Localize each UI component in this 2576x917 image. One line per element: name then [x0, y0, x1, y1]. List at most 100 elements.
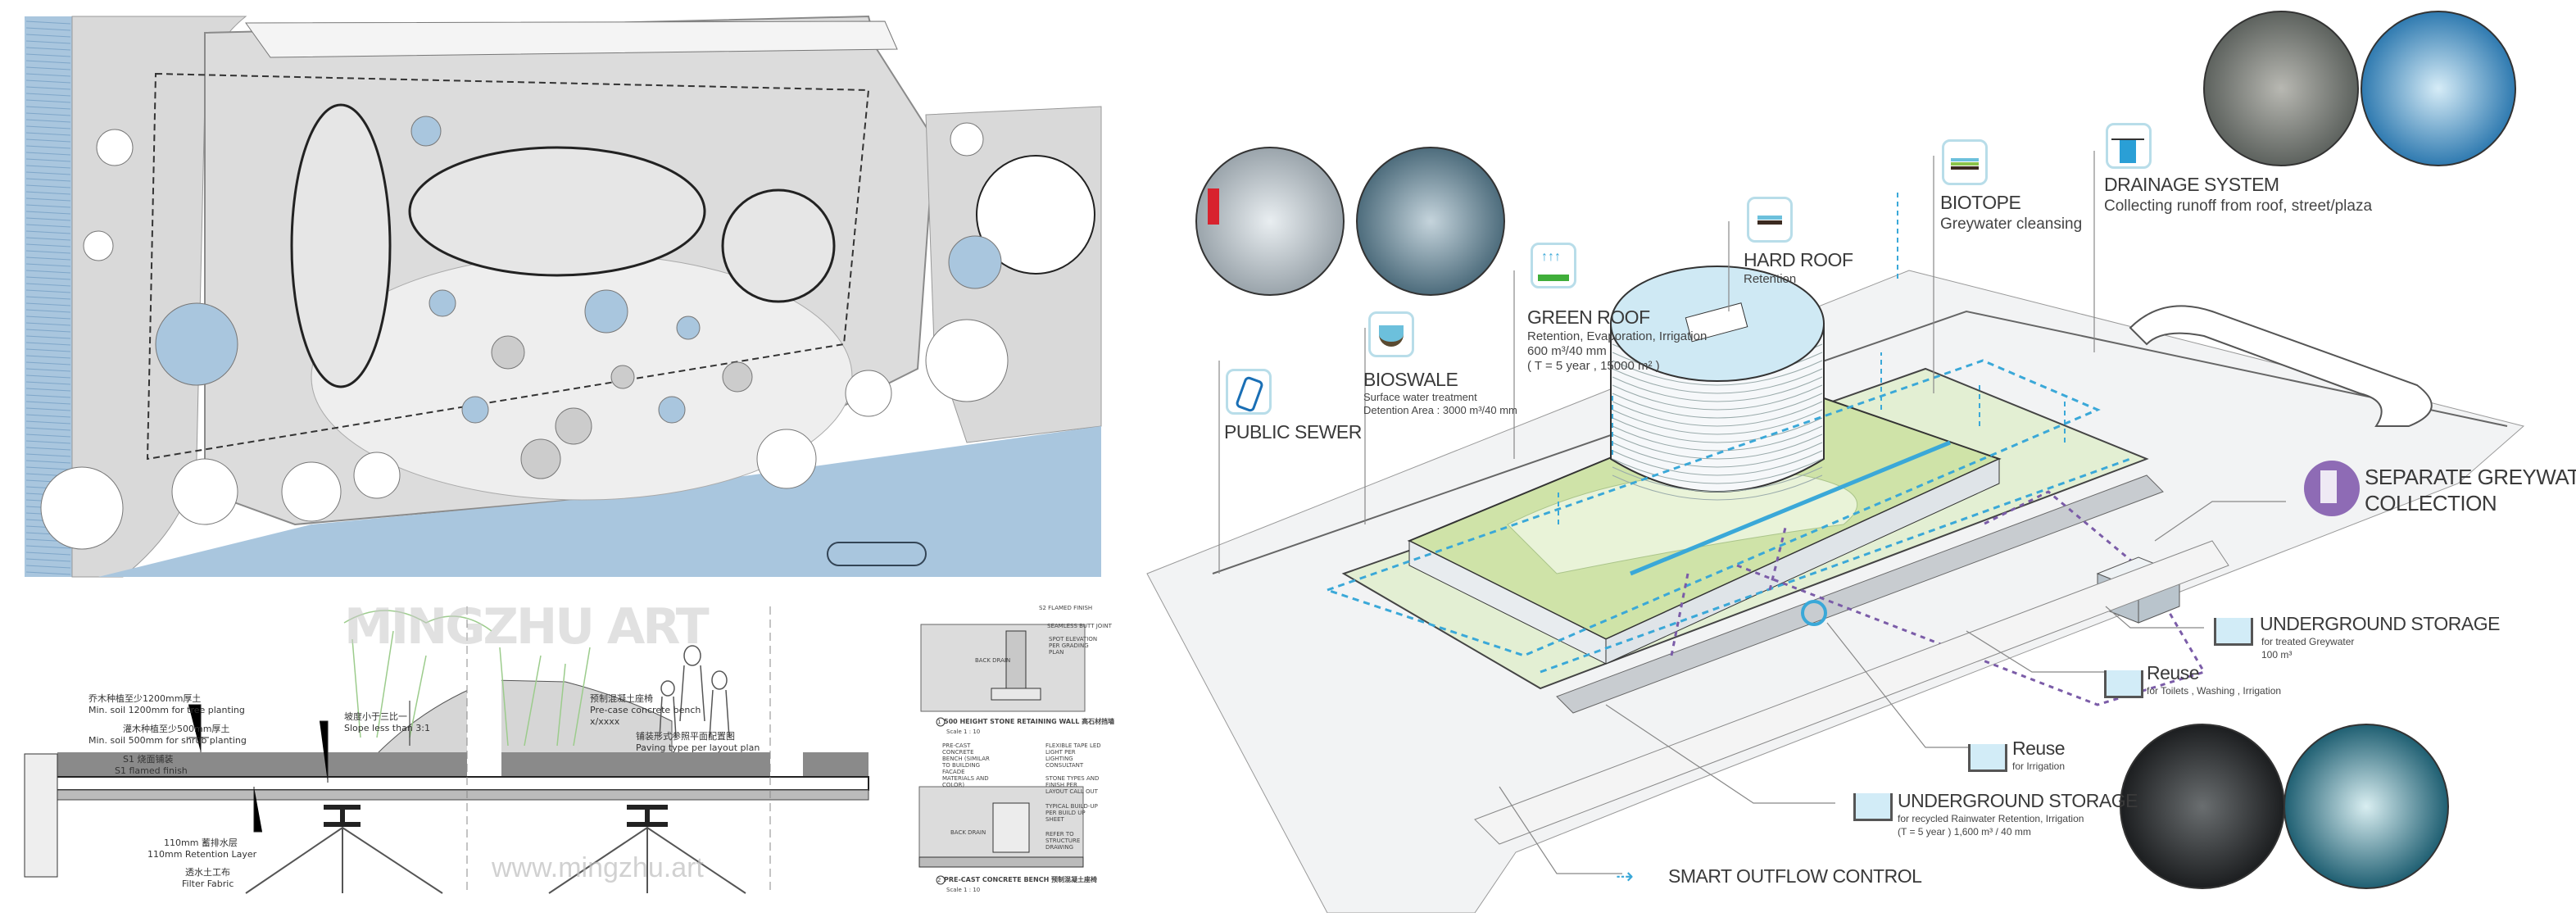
louver-line	[1612, 425, 1823, 452]
tree-circle	[461, 396, 489, 424]
soil-mound	[196, 679, 673, 763]
ripple-line	[25, 145, 71, 149]
ripple-line	[25, 99, 71, 103]
wall-section	[24, 598, 877, 894]
ripple-line	[25, 388, 71, 392]
ripple-line	[25, 138, 71, 143]
ripple-line	[25, 322, 71, 326]
shrub-soil-label: Min. soil 500mm for shrub planting	[88, 735, 247, 746]
finish-label: S1 flamed finish	[115, 765, 188, 776]
ripple-line	[25, 112, 71, 116]
ripple-line	[25, 283, 71, 287]
detail-note: BACK DRAIN	[975, 657, 1011, 664]
tree-circles	[40, 116, 1009, 550]
evaporation-arrows	[1558, 188, 2066, 524]
ripple-line	[25, 93, 71, 97]
green-roof-line1: Retention, Evaporation, Irrigation	[1527, 329, 1708, 343]
ripple-line	[25, 79, 71, 84]
tree-circle	[555, 407, 592, 445]
ripple-line	[25, 420, 71, 424]
detail-note: TYPICAL BUILD-UP PER BUILD UP SHEET	[1045, 803, 1098, 823]
running-track-loop	[2129, 305, 2433, 427]
louver-line	[1612, 401, 1823, 427]
tree-circle	[353, 452, 401, 499]
ripple-line	[25, 132, 71, 136]
ripple-line	[25, 230, 71, 234]
ripple-line	[25, 191, 71, 195]
tower-footprint	[721, 188, 836, 303]
retention-strip	[1556, 474, 2164, 714]
slope-label-cn: 坡度小于三比一	[344, 711, 407, 722]
ripple-line	[25, 407, 71, 411]
tree-circle	[155, 302, 238, 386]
paving-label: Paving type per layout plan	[636, 742, 760, 753]
ripple-line	[25, 40, 71, 44]
grid-lines	[466, 606, 771, 893]
louver-line	[1612, 376, 1823, 402]
front-walkway	[1474, 540, 2229, 845]
ripple-line	[25, 466, 71, 470]
plaza-fountain-photo	[2203, 11, 2359, 166]
green-roof-line2: 600 m³/40 mm	[1527, 344, 1607, 358]
ripple-line	[25, 204, 71, 208]
river	[98, 426, 1101, 577]
mist-walkway-photo	[1195, 147, 1345, 296]
bench-detail-number: 2	[937, 877, 941, 883]
north-road	[245, 20, 898, 58]
reuse-toilets-line1: for Toilets , Washing , Irrigation	[2147, 685, 2282, 697]
ripple-line	[25, 184, 71, 188]
detail-drawings	[918, 624, 1086, 885]
ripple-line	[25, 211, 71, 215]
bioswale-basin-icon	[1368, 311, 1414, 357]
west-building	[290, 103, 392, 388]
roof-layers-icon	[1747, 197, 1793, 243]
storage-rain-line2: (T = 5 year ) 1,600 m³ / 40 mm	[1898, 826, 2031, 838]
paving-buildup	[501, 752, 770, 777]
tree-circle	[610, 365, 635, 389]
boat	[827, 542, 927, 566]
road-edge	[1212, 310, 2508, 574]
wall-detail-number: 1	[937, 719, 941, 725]
wall-detail-title: 500 HEIGHT STONE RETAINING WALL 高石材挡墙	[944, 718, 1115, 725]
rain-curtain-photo	[2120, 724, 2285, 889]
ripple-line	[25, 401, 71, 405]
child-figure	[1208, 188, 1219, 225]
louver-line	[1612, 368, 1823, 394]
recycle-tank-icon	[1968, 744, 2007, 772]
ripple-line	[25, 342, 71, 346]
storage-rain-title: UNDERGROUND STORAGE	[1898, 790, 2138, 811]
bioswale-line2: Detention Area : 3000 m³/40 mm	[1363, 404, 1517, 416]
fabric-label: Filter Fabric	[182, 878, 234, 889]
louver-line	[1612, 417, 1823, 443]
ripple-line	[25, 276, 71, 280]
ripple-line	[25, 152, 71, 156]
stone-wall	[1005, 630, 1027, 691]
tree-circle	[171, 458, 238, 525]
ripple-line	[25, 106, 71, 110]
tree-soil-label: Min. soil 1200mm for tree planting	[88, 705, 245, 715]
ripple-line	[25, 263, 71, 267]
tree-circle	[520, 438, 561, 479]
louver-line	[1612, 466, 1823, 493]
ripple-line	[25, 66, 71, 70]
roof-opening	[1685, 302, 1748, 343]
ripple-line	[25, 73, 71, 77]
ripple-line	[25, 309, 71, 313]
green-roof-line3: ( T = 5 year , 15000 m² )	[1527, 359, 1660, 373]
reuse-irrigation-title: Reuse	[2012, 738, 2065, 759]
biotope-layers-icon	[1942, 139, 1988, 185]
green-roof-swirl	[1507, 471, 1858, 574]
structural-slab	[48, 789, 869, 801]
greywater-pipe	[1736, 490, 2206, 706]
greywater-title-1: SEPARATE GREYWATER	[2365, 465, 2576, 489]
ripple-line	[25, 440, 71, 444]
drainage-line1: Collecting runoff from roof, street/plaz…	[2104, 197, 2373, 215]
recycle-tank-icon	[2104, 670, 2143, 698]
reuse-toilets-title: Reuse	[2147, 662, 2199, 683]
tree-circle	[676, 316, 701, 340]
wall-detail-scale: Scale 1 : 10	[946, 729, 981, 735]
tank-icon	[2214, 618, 2253, 646]
ripple-line	[25, 414, 71, 418]
louver-line	[1612, 442, 1823, 468]
